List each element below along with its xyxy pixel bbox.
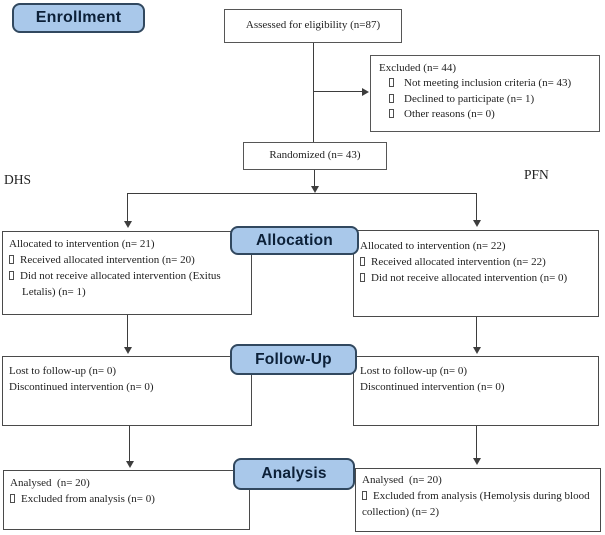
bullet-tofu-icon bbox=[389, 78, 394, 88]
arrowhead-analysis-left-icon bbox=[126, 461, 134, 468]
analysis-left-item-text: Excluded from analysis (n= 0) bbox=[21, 492, 155, 505]
box-excluded: Excluded (n= 44) Not meeting inclusion c… bbox=[370, 55, 600, 132]
arrowhead-alloc-right-icon bbox=[473, 220, 481, 227]
group-label-dhs: DHS bbox=[4, 172, 32, 187]
list-item: Other reasons (n= 0) bbox=[379, 107, 591, 122]
followup-left-line: Discontinued intervention (n= 0) bbox=[9, 380, 154, 393]
list-item: Did not receive allocated intervention (… bbox=[9, 269, 245, 301]
arrowhead-excluded-icon bbox=[362, 88, 369, 96]
box-allocation-dhs: Allocated to intervention (n= 21) Receiv… bbox=[2, 231, 252, 315]
stage-badge-allocation: Allocation bbox=[230, 226, 359, 255]
followup-left-line: Lost to follow-up (n= 0) bbox=[9, 365, 117, 377]
stage-badge-followup: Follow-Up bbox=[230, 344, 357, 375]
alloc-right-title: Allocated to intervention (n= 22) bbox=[360, 240, 506, 252]
arrowhead-alloc-left-icon bbox=[124, 221, 132, 228]
connector-split-left bbox=[127, 193, 129, 222]
followup-right-line: Discontinued intervention (n= 0) bbox=[360, 380, 505, 393]
arrowhead-analysis-right-icon bbox=[473, 458, 481, 465]
list-item: Received allocated intervention (n= 22) bbox=[360, 255, 592, 271]
box-followup-dhs: Lost to follow-up (n= 0) Discontinued in… bbox=[2, 356, 252, 426]
stage-label-followup: Follow-Up bbox=[255, 350, 332, 368]
connector-followup-analysis-left bbox=[129, 426, 131, 462]
alloc-right-item-text: Received allocated intervention (n= 22) bbox=[371, 255, 546, 268]
alloc-left-item-text: Did not receive allocated intervention (… bbox=[20, 269, 221, 298]
connector-split-right bbox=[476, 193, 478, 221]
list-item: Did not receive allocated intervention (… bbox=[360, 271, 592, 287]
bullet-tofu-icon bbox=[360, 272, 365, 282]
excluded-item-text: Not meeting inclusion criteria (n= 43) bbox=[404, 77, 572, 90]
bullet-tofu-icon bbox=[389, 93, 394, 103]
box-assessed-text: Assessed for eligibility (n=87) bbox=[245, 19, 381, 32]
connector-followup-analysis-right bbox=[476, 425, 478, 459]
excluded-item-text: Declined to participate (n= 1) bbox=[404, 92, 535, 105]
bullet-tofu-icon bbox=[9, 254, 14, 264]
box-analysis-dhs: Analysed (n= 20) Excluded from analysis … bbox=[3, 470, 250, 530]
box-randomized: Randomized (n= 43) bbox=[243, 142, 387, 170]
list-item: Excluded from analysis (Hemolysis during… bbox=[362, 489, 594, 521]
alloc-left-title: Allocated to intervention (n= 21) bbox=[9, 238, 155, 250]
box-assessed: Assessed for eligibility (n=87) bbox=[224, 9, 402, 43]
analysis-right-item-text: Excluded from analysis (Hemolysis during… bbox=[362, 489, 590, 518]
connector-excluded-branch bbox=[313, 91, 364, 93]
stage-badge-enrollment: Enrollment bbox=[12, 3, 145, 33]
box-allocation-pfn: Allocated to intervention (n= 22) Receiv… bbox=[353, 230, 599, 317]
arrowhead-followup-left-icon bbox=[124, 347, 132, 354]
stage-label-enrollment: Enrollment bbox=[35, 9, 122, 26]
list-item: Not meeting inclusion criteria (n= 43) bbox=[379, 76, 591, 91]
list-item: Received allocated intervention (n= 20) bbox=[9, 253, 245, 269]
alloc-left-item-text: Received allocated intervention (n= 20) bbox=[20, 253, 195, 266]
analysis-left-title: Analysed (n= 20) bbox=[10, 477, 90, 489]
arrowhead-followup-right-icon bbox=[473, 347, 481, 354]
connector-assessed-randomized bbox=[313, 43, 315, 143]
box-followup-pfn: Lost to follow-up (n= 0) Discontinued in… bbox=[353, 356, 599, 426]
list-item: Declined to participate (n= 1) bbox=[379, 92, 591, 107]
bullet-tofu-icon bbox=[10, 493, 15, 503]
connector-split-horizontal bbox=[127, 193, 477, 195]
bullet-tofu-icon bbox=[389, 109, 394, 119]
bullet-tofu-icon bbox=[9, 270, 14, 280]
connector-alloc-followup-left bbox=[127, 315, 129, 348]
alloc-right-item-text: Did not receive allocated intervention (… bbox=[371, 271, 568, 284]
stage-label-allocation: Allocation bbox=[256, 231, 333, 249]
arrowhead-split-icon bbox=[311, 186, 319, 193]
connector-alloc-followup-right bbox=[476, 317, 478, 348]
box-excluded-title: Excluded (n= 44) bbox=[379, 62, 457, 74]
stage-badge-analysis: Analysis bbox=[233, 458, 355, 490]
group-label-pfn: PFN bbox=[524, 167, 549, 182]
bullet-tofu-icon bbox=[360, 256, 365, 266]
box-analysis-pfn: Analysed (n= 20) Excluded from analysis … bbox=[355, 468, 601, 532]
analysis-right-title: Analysed (n= 20) bbox=[362, 474, 442, 486]
bullet-tofu-icon bbox=[362, 490, 367, 500]
list-item: Excluded from analysis (n= 0) bbox=[10, 492, 243, 508]
connector-randomized-split bbox=[314, 170, 316, 187]
box-randomized-text: Randomized (n= 43) bbox=[269, 149, 361, 162]
followup-right-line: Lost to follow-up (n= 0) bbox=[360, 365, 468, 377]
excluded-item-text: Other reasons (n= 0) bbox=[404, 108, 495, 121]
stage-label-analysis: Analysis bbox=[261, 465, 327, 482]
